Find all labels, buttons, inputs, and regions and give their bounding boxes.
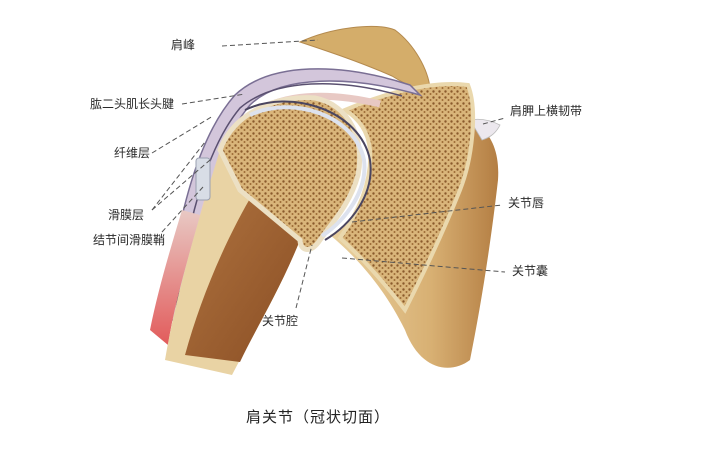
- leader-lines: [151, 39, 506, 309]
- label-joint-capsule: 关节囊: [512, 264, 549, 278]
- label-glenoid-labrum: 关节唇: [508, 196, 545, 210]
- label-joint-cavity: 关节腔: [262, 314, 299, 328]
- label-intertubercular-synovial-sheath: 结节间滑膜鞘: [93, 233, 166, 247]
- label-synovial-layer: 滑膜层: [108, 208, 145, 222]
- label-superior-transverse-scapular-ligament: 肩胛上横韧带: [510, 104, 583, 118]
- label-biceps-long-head-tendon: 肱二头肌长头腱: [90, 97, 175, 111]
- figure-caption: 肩关节（冠状切面）: [246, 408, 391, 426]
- label-fibrous-layer: 纤维层: [114, 146, 151, 160]
- muscle-strip: [150, 210, 200, 345]
- label-acromion: 肩峰: [171, 38, 196, 52]
